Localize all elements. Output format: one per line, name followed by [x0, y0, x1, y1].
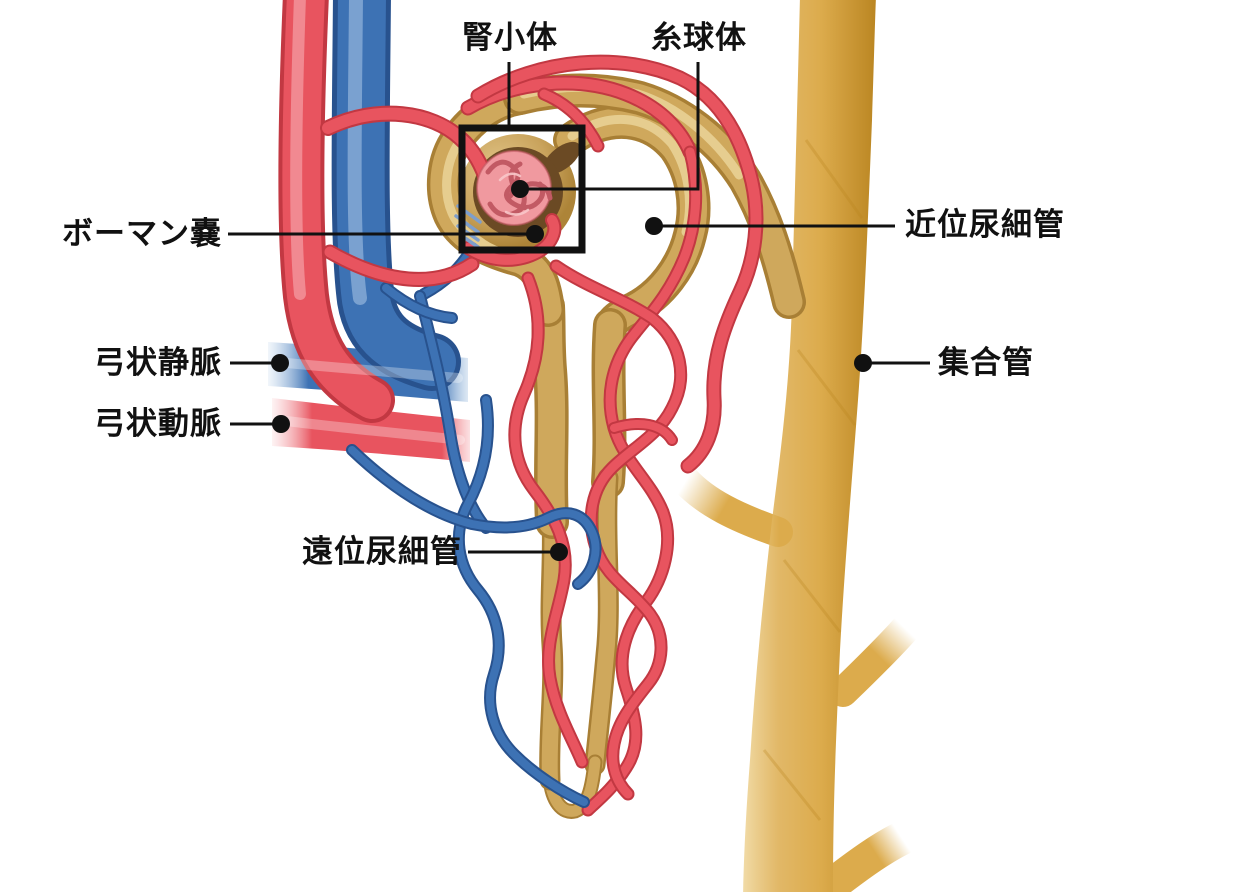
arcuate-artery-highlight: [273, 415, 465, 445]
afferent-arteriole: [320, 105, 496, 192]
collecting-duct-body: [743, 0, 876, 892]
label-arcuate-artery: 弓状動脈: [94, 406, 222, 441]
loop-of-henle-bend: [542, 754, 603, 819]
interlobular-artery-vessel: [278, 0, 395, 423]
proximal-tubule-anchor-dot: [645, 217, 663, 235]
label-bowmans-capsule: ボーマン嚢: [62, 216, 222, 251]
collecting-duct-branch-bottom-right: [819, 821, 919, 892]
label-arcuate-vein: 弓状静脈: [94, 345, 222, 380]
collecting-duct-vessel: [670, 0, 921, 892]
collecting-duct-branch-upper-left: [670, 465, 793, 547]
capillary-blue-strands: [346, 242, 602, 808]
distal-tubule-anchor-dot: [550, 543, 568, 561]
capillary-red-strands: [460, 54, 764, 817]
collecting-duct-texture: [762, 139, 864, 821]
arcuate-vein-anchor-dot: [271, 354, 289, 372]
label-renal-corpuscle: 腎小体: [462, 20, 558, 55]
glomerulus-anchor-dot: [511, 180, 529, 198]
collecting-duct-branch-right: [828, 613, 921, 707]
bowmans-capsule-anchor-dot: [526, 225, 544, 243]
label-collecting-duct: 集合管: [938, 345, 1034, 380]
label-distal-tubule: 遠位尿細管: [302, 534, 462, 569]
arcuate-artery-band: [272, 398, 470, 462]
proximal-tubule-arc: [553, 104, 711, 345]
arcuate-artery-anchor-dot: [272, 415, 290, 433]
collecting-duct-anchor-dot: [854, 354, 872, 372]
label-glomerulus: 糸球体: [651, 20, 747, 55]
label-proximal-tubule: 近位尿細管: [905, 207, 1065, 242]
leader-lines: [228, 62, 930, 561]
peritubular-capillary-network: [346, 54, 764, 817]
leader-glomerulus: [520, 62, 700, 191]
